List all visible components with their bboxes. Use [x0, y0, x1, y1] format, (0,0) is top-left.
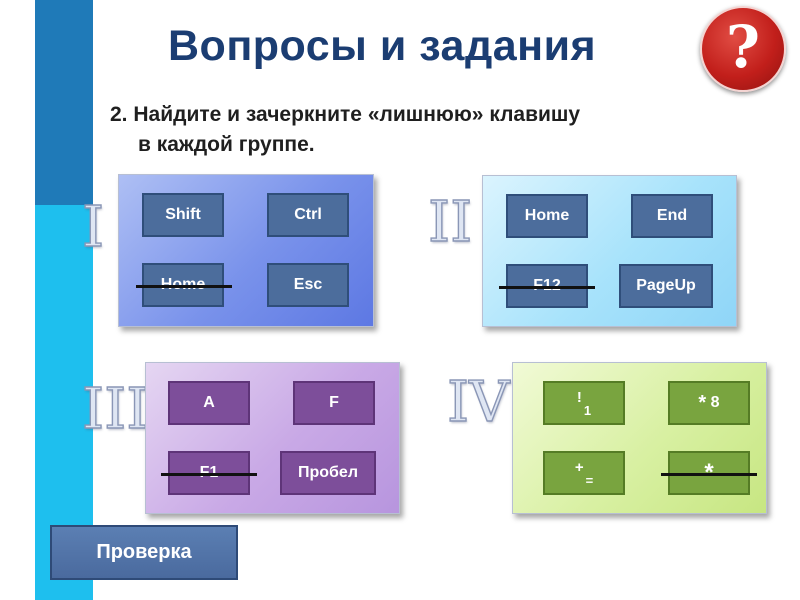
group-numeral-2: II [427, 190, 473, 255]
key-main-symbol: + [574, 458, 584, 476]
key-main-symbol: * [698, 391, 707, 414]
key-button[interactable]: F [293, 381, 375, 425]
group-panel-2: Home End F12 PageUp [482, 175, 737, 327]
strike-line [661, 473, 757, 476]
key-button[interactable]: * 8 [668, 381, 750, 425]
key-button[interactable]: + = [543, 451, 625, 495]
question-text: 2. Найдите и зачеркните «лишнюю» клавишу… [110, 100, 730, 160]
strike-line [161, 473, 257, 476]
help-badge[interactable]: ? [700, 6, 786, 92]
question-line-2: в каждой группе. [138, 133, 315, 156]
key-alt-symbol: 8 [710, 394, 720, 411]
group-numeral-4: IV [446, 370, 510, 435]
key-button[interactable]: ! 1 [543, 381, 625, 425]
strike-line [136, 285, 232, 288]
key-button[interactable]: End [631, 194, 713, 238]
group-numeral-3: III [81, 377, 149, 442]
check-button[interactable]: Проверка [50, 525, 238, 580]
key-alt-symbol: 1 [583, 402, 592, 418]
question-line-1-text: Найдите и зачеркните «лишнюю» клавишу [133, 103, 581, 126]
key-alt-symbol: = [585, 472, 594, 488]
group-panel-3: A F F1 Пробел [145, 362, 400, 514]
key-button[interactable]: Esc [267, 263, 349, 307]
slide-title: Вопросы и задания [168, 22, 597, 70]
key-button[interactable]: Home [506, 194, 588, 238]
key-button[interactable]: Shift [142, 193, 224, 237]
key-button[interactable]: PageUp [619, 264, 713, 308]
sidebar-band-dark [35, 0, 93, 205]
key-main-symbol: * [704, 459, 713, 487]
group-numeral-1: I [81, 195, 105, 260]
question-mark-icon: ? [726, 13, 760, 81]
strike-line [499, 286, 595, 289]
key-button[interactable]: Ctrl [267, 193, 349, 237]
key-main-symbol: ! [576, 388, 582, 406]
question-line-1: 2. Найдите и зачеркните «лишнюю» клавишу [110, 100, 730, 130]
group-panel-4: ! 1 * 8 + = * [512, 362, 767, 514]
key-button[interactable]: A [168, 381, 250, 425]
key-button[interactable]: Пробел [280, 451, 376, 495]
question-number: 2. [110, 103, 128, 126]
group-panel-1: Shift Ctrl Home Esc [118, 174, 374, 327]
